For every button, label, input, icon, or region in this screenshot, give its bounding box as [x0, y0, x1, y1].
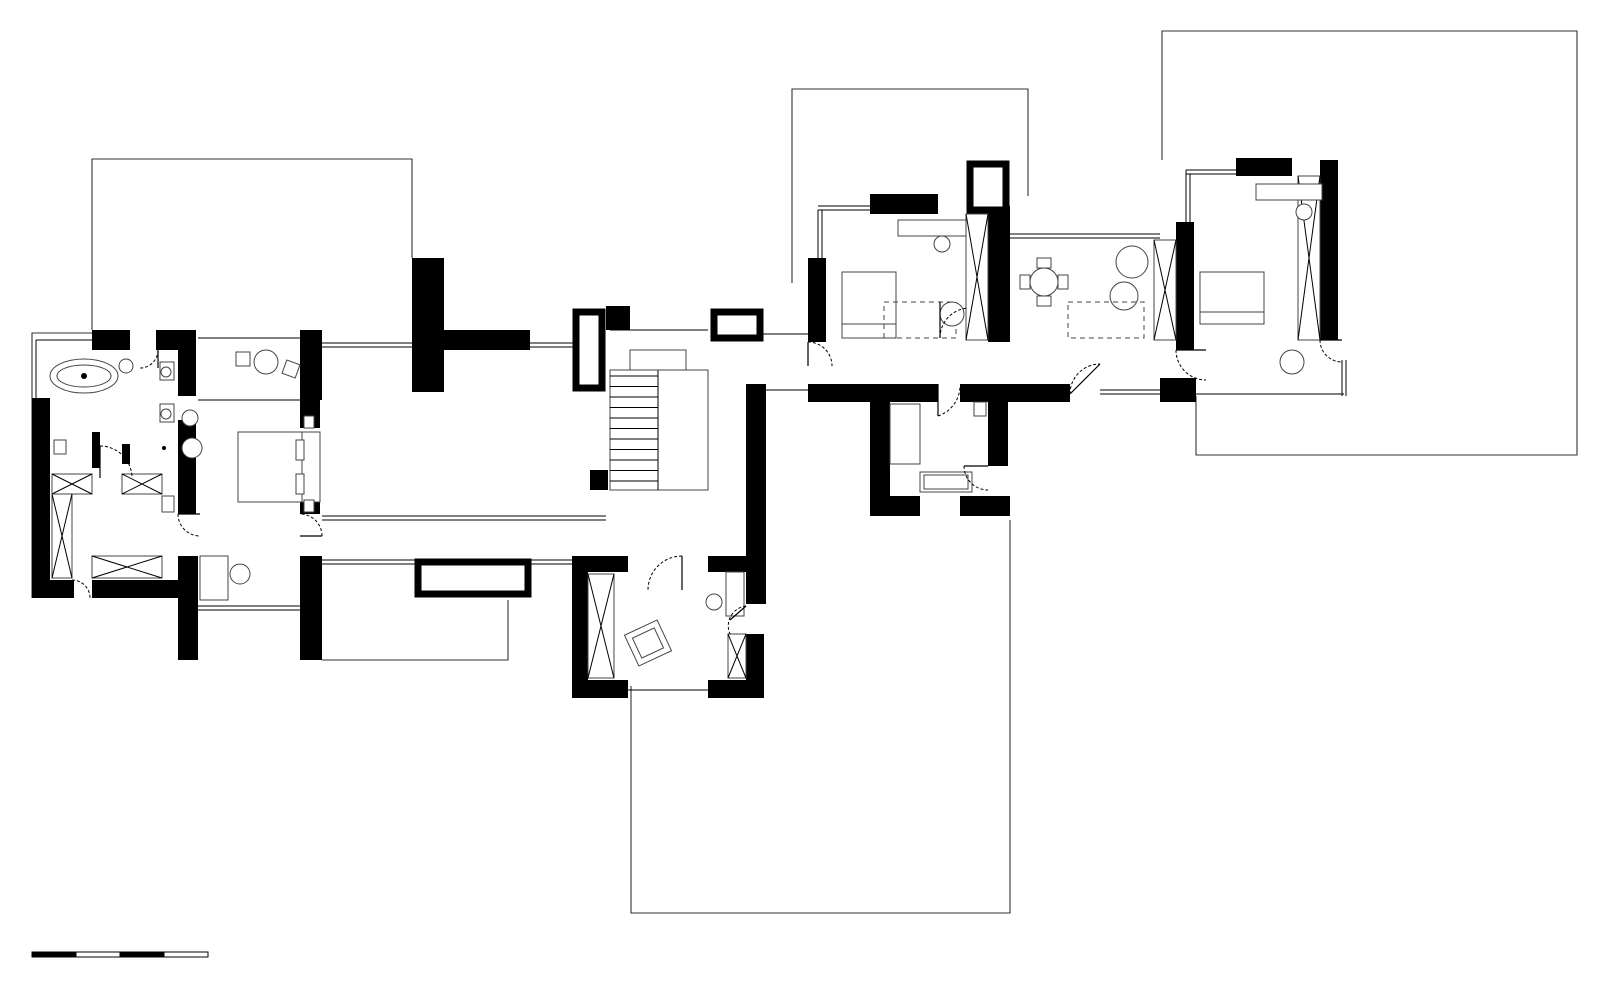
- doors: [71, 302, 1343, 635]
- double-bed: [237, 431, 303, 503]
- scale-bar-segment: [119, 951, 165, 958]
- glazing-lines: [35, 169, 1347, 691]
- scale-bar: [31, 951, 209, 958]
- bedroom-2-furniture: [841, 219, 967, 339]
- bedroom-3-furniture: [1199, 183, 1323, 375]
- lounge-furniture: [1019, 245, 1149, 339]
- stair: [609, 349, 709, 491]
- scale-bar-segment: [31, 951, 77, 958]
- terrace-south-outline: [630, 520, 1011, 914]
- walls: [32, 158, 1338, 698]
- master-bedroom-furniture: [181, 349, 321, 601]
- bed-2: [841, 271, 897, 325]
- wall-west-bath: [32, 398, 50, 598]
- shafts: [414, 160, 1010, 598]
- shared-bath-fixtures: [889, 401, 987, 493]
- balcony-south-west-outline: [322, 600, 509, 661]
- terrace-northeast-outline: [1161, 30, 1578, 456]
- stair-treads: [610, 375, 658, 482]
- terrace-west-outline: [91, 158, 413, 330]
- terrace-north-center-outline: [791, 88, 1029, 283]
- wardrobes: [51, 175, 1321, 679]
- bath-fixtures: [49, 358, 175, 513]
- scale-bar-segment: [163, 951, 209, 958]
- round-table: [1029, 267, 1059, 297]
- scale-bar-segment: [75, 951, 121, 958]
- wall-pier: [412, 258, 444, 392]
- study-furniture: [623, 571, 745, 667]
